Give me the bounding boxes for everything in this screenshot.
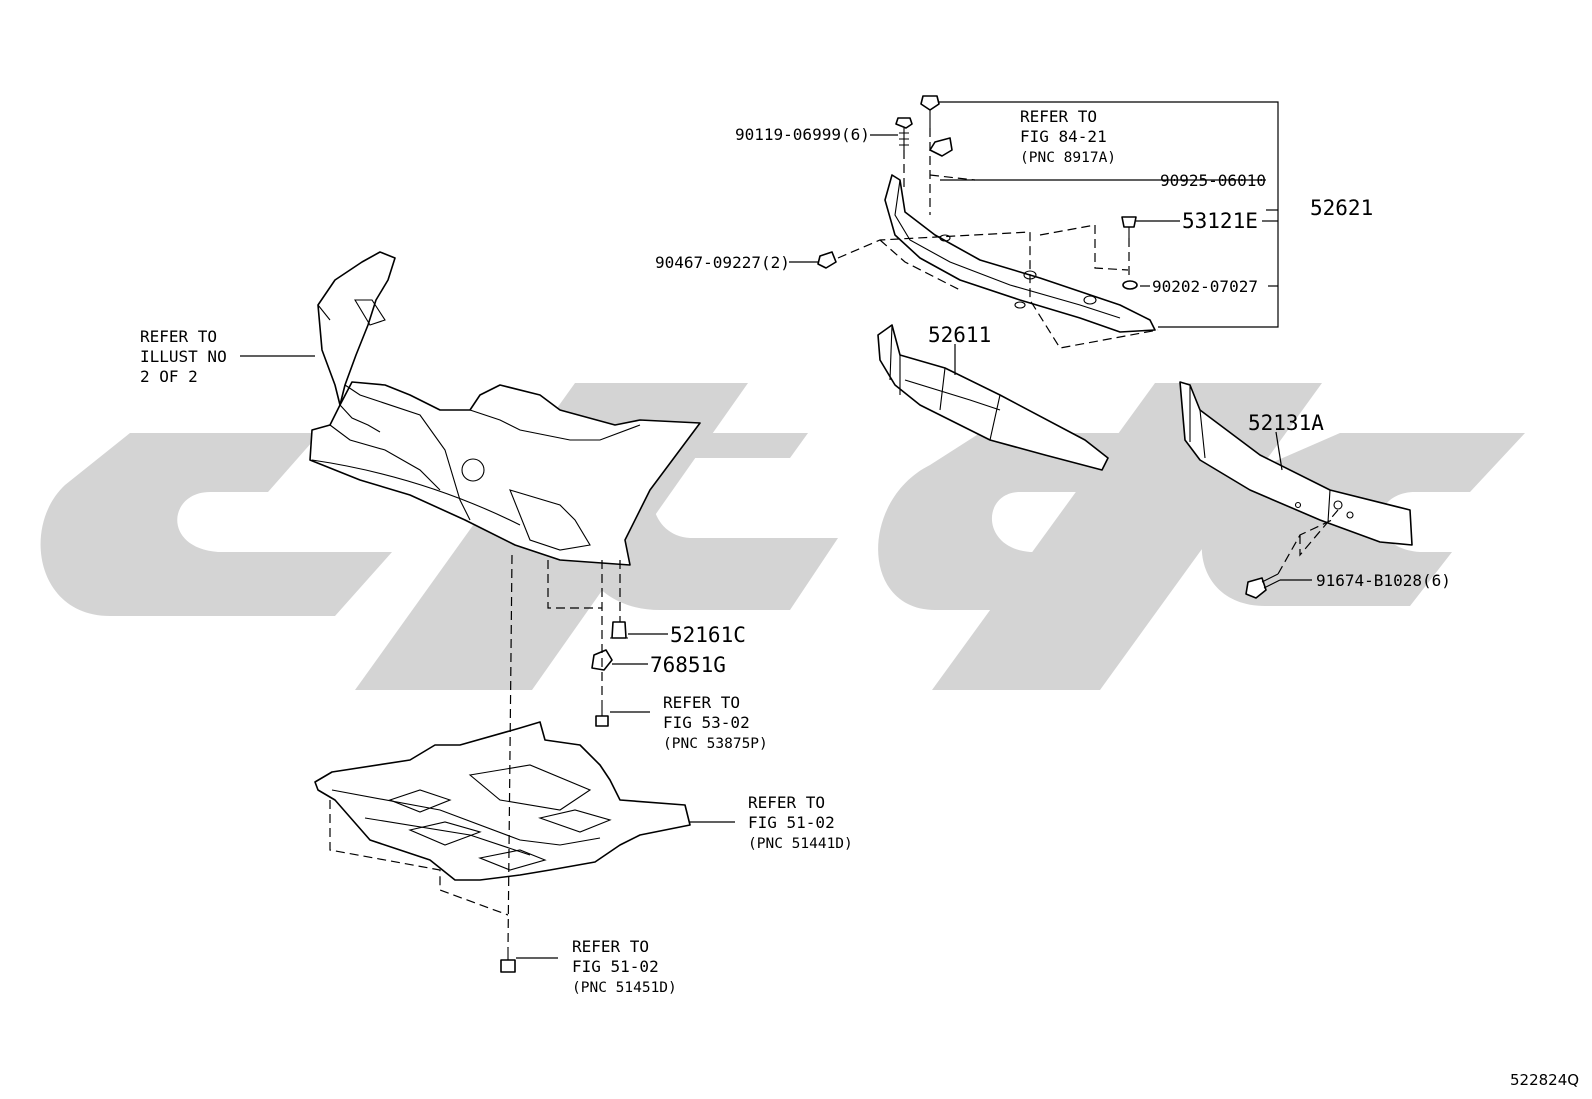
screw-51451D xyxy=(500,948,516,973)
ref-fig51b-line3: (PNC 51451D) xyxy=(572,980,677,996)
bolt-top xyxy=(920,95,940,128)
ref-fig53-line2: FIG 53-02 xyxy=(663,713,750,732)
reinforcement-52131A xyxy=(1179,381,1413,546)
label-90119: 90119-06999(6) xyxy=(735,125,870,144)
leader-lines xyxy=(240,101,1312,959)
label-52621: 52621 xyxy=(1310,196,1373,220)
ref-fig51b-line1: REFER TO xyxy=(572,937,649,956)
ref-fig84: REFER TO FIG 84-21 (PNC 8917A) xyxy=(1020,107,1116,166)
ref-fig53: REFER TO FIG 53-02 (PNC 53875P) xyxy=(663,693,768,752)
clip-52161C xyxy=(610,621,628,639)
ref-fig84-line1: REFER TO xyxy=(1020,107,1097,126)
assembly-lines xyxy=(329,128,1339,949)
label-52131A: 52131A xyxy=(1248,411,1324,435)
ref-fig51a-line1: REFER TO xyxy=(748,793,825,812)
label-90467: 90467-09227(2) xyxy=(655,253,790,272)
ref-fig51b-line2: FIG 51-02 xyxy=(572,957,659,976)
clip-53121E xyxy=(1121,216,1137,238)
label-52161C: 52161C xyxy=(670,623,746,647)
label-90202: 90202-07027 xyxy=(1152,277,1258,296)
engine-under-cover xyxy=(314,721,691,881)
absorber-52611 xyxy=(877,324,1109,471)
ref-fig51a: REFER TO FIG 51-02 (PNC 51441D) xyxy=(748,793,853,852)
label-76851G: 76851G xyxy=(650,653,726,677)
label-53121E: 53121E xyxy=(1182,209,1258,233)
ref-illust-line3: 2 OF 2 xyxy=(140,367,198,386)
bolt-90119 xyxy=(895,117,913,150)
nut-90202 xyxy=(1122,280,1138,290)
label-52611: 52611 xyxy=(928,323,991,347)
clip-90467 xyxy=(817,251,837,269)
ref-fig84-line2: FIG 84-21 xyxy=(1020,127,1107,146)
ref-fig53-line1: REFER TO xyxy=(663,693,740,712)
figure-id: 522824Q xyxy=(1510,1071,1579,1089)
ref-fig51a-line2: FIG 51-02 xyxy=(748,813,835,832)
nut-clip-8917A xyxy=(929,137,953,157)
ref-illust-line1: REFER TO xyxy=(140,327,217,346)
ref-illust: REFER TO ILLUST NO 2 OF 2 xyxy=(140,327,227,386)
ref-illust-line2: ILLUST NO xyxy=(140,347,227,366)
ref-fig51a-line3: (PNC 51441D) xyxy=(748,836,853,852)
bracket-52621 xyxy=(884,174,1156,333)
label-91674: 91674-B1028(6) xyxy=(1316,571,1451,590)
label-90925: 90925-06010 xyxy=(1160,171,1266,190)
front-bumper-cover xyxy=(309,251,701,566)
ref-fig53-line3: (PNC 53875P) xyxy=(663,736,768,752)
screw-53875P xyxy=(595,700,609,727)
ref-fig84-line3: (PNC 8917A) xyxy=(1020,150,1116,166)
ref-fig51b: REFER TO FIG 51-02 (PNC 51451D) xyxy=(572,937,677,996)
bolt-91674 xyxy=(1245,573,1281,599)
